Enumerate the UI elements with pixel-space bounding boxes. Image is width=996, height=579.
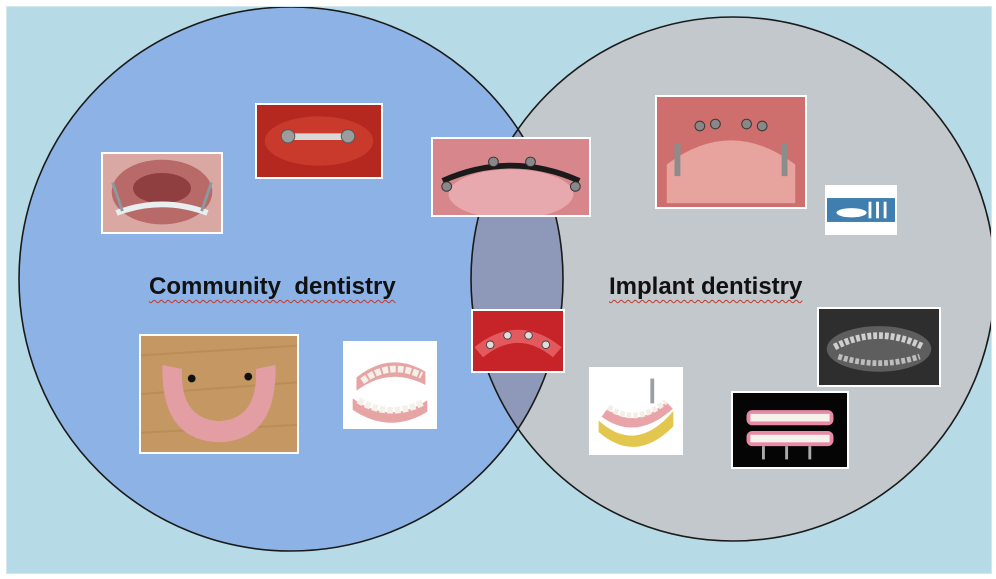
overdenture-photo xyxy=(139,334,299,454)
panoramic-xray xyxy=(817,307,941,387)
diagram-canvas: Community dentistry Implant dentistry xyxy=(6,6,992,574)
denture-illustration xyxy=(343,341,437,429)
community-dentistry-label: Community dentistry xyxy=(149,273,396,301)
implant-denture-render xyxy=(731,391,849,469)
implant-posts-photo xyxy=(655,95,807,209)
denture-clasp-photo xyxy=(101,152,223,234)
bar-attachment-photo xyxy=(431,137,591,217)
implant-logo xyxy=(825,185,897,235)
bar-on-gum-photo xyxy=(255,103,383,179)
implant-illustration xyxy=(589,367,683,455)
implant-arch-photo xyxy=(471,309,565,373)
implant-dentistry-label: Implant dentistry xyxy=(609,273,802,301)
